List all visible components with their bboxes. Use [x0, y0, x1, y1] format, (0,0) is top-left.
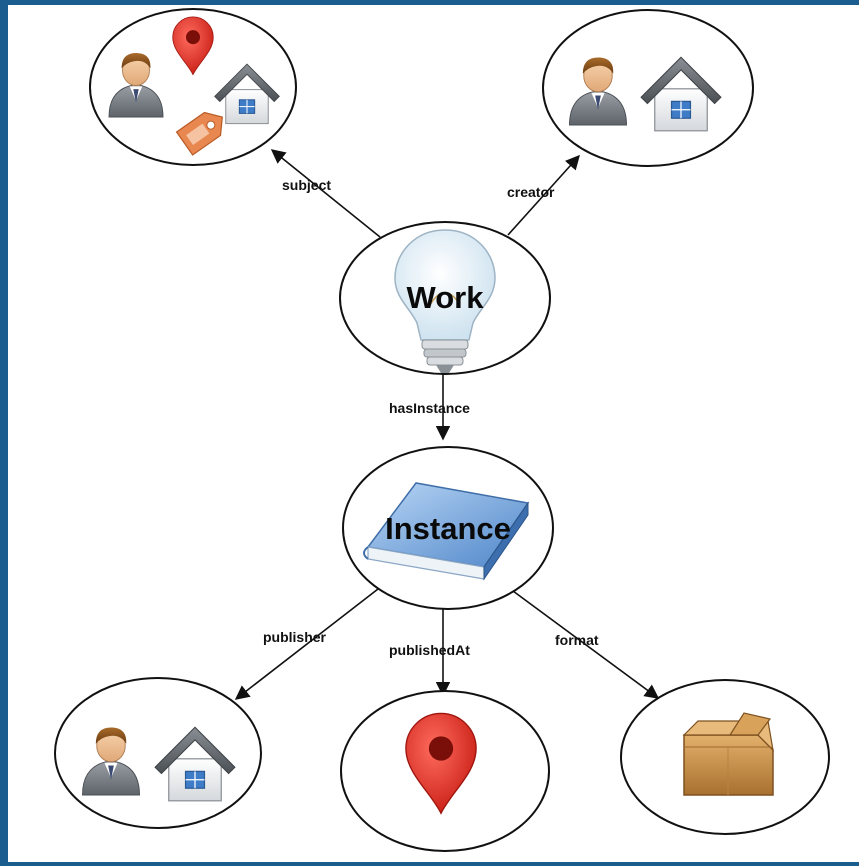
node-subject-target — [89, 8, 297, 166]
node-work: Work — [339, 221, 551, 375]
box-icon — [682, 712, 774, 796]
edge-label-hasinstance: hasInstance — [389, 400, 470, 416]
work-instance-diagram: subject creator hasInstance publisher pu… — [54, 8, 830, 852]
edge-label-publishedat: publishedAt — [389, 642, 470, 658]
lightbulb-icon — [394, 229, 496, 373]
node-instance: Instance — [342, 446, 554, 610]
tag-icon — [175, 111, 223, 156]
edge-format-line — [512, 590, 660, 699]
node-instance-label: Instance — [385, 511, 511, 546]
book-icon — [363, 482, 530, 581]
node-publishedat-target — [340, 690, 550, 852]
edge-publisher-line — [234, 588, 379, 700]
node-publisher-target — [54, 677, 262, 829]
edge-label-publisher: publisher — [263, 629, 327, 645]
node-format-target — [620, 679, 830, 835]
edge-label-format: format — [555, 632, 599, 648]
edge-label-subject: subject — [282, 177, 331, 193]
edge-subject-line — [270, 149, 381, 238]
edge-label-creator: creator — [507, 184, 555, 200]
node-creator-target — [542, 9, 754, 167]
edge-creator-line — [507, 154, 580, 236]
node-work-label: Work — [407, 280, 485, 315]
edges — [234, 149, 660, 700]
